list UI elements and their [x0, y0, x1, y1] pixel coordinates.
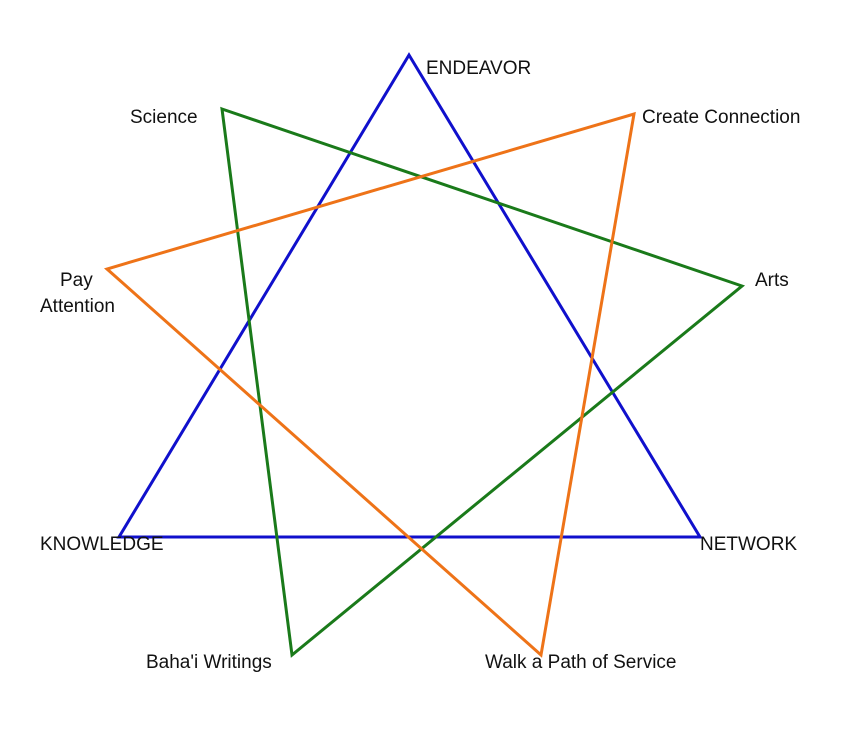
label-attention: Attention: [40, 296, 115, 317]
triangle-orange: [103, 111, 636, 658]
label-arts: Arts: [755, 270, 789, 291]
label-endeavor: ENDEAVOR: [426, 58, 531, 79]
label-knowledge: KNOWLEDGE: [40, 534, 164, 555]
label-walk-a-path-of-service: Walk a Path of Service: [485, 652, 676, 673]
triangle-green: [220, 106, 746, 658]
label-science: Science: [130, 107, 198, 128]
triangle-blue: [116, 52, 703, 539]
label-network: NETWORK: [700, 534, 797, 555]
label-create-connection: Create Connection: [642, 107, 800, 128]
label-bahai-writings: Baha'i Writings: [146, 652, 272, 673]
label-pay: Pay: [60, 270, 93, 291]
